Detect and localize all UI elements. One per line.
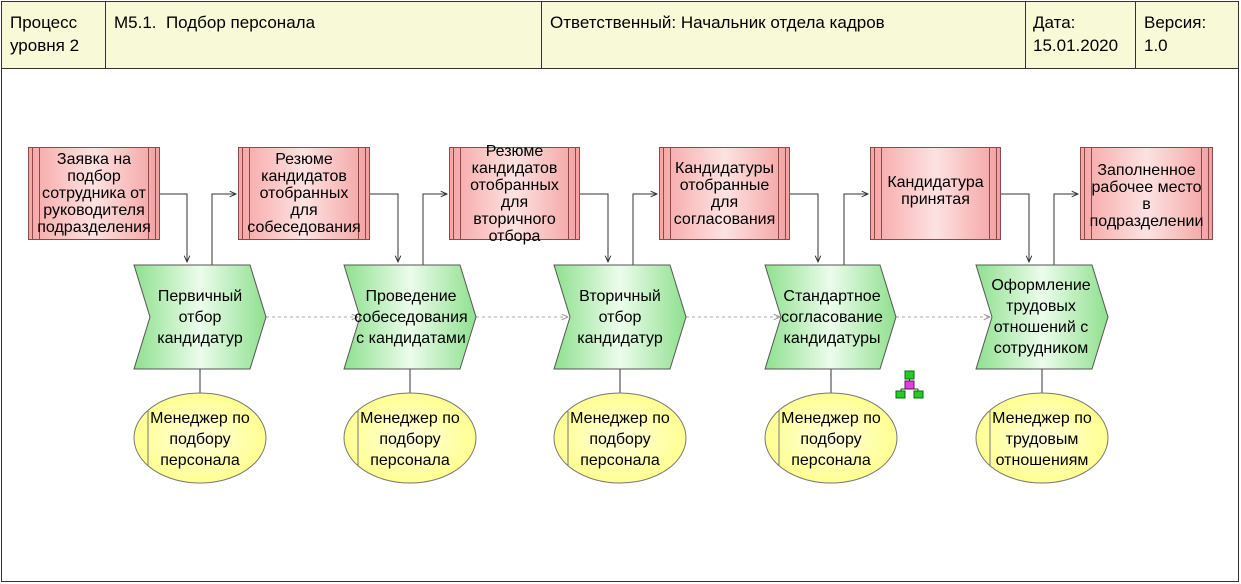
role-shape-4 [764, 392, 898, 484]
artifact-6[interactable]: Заполненное рабочее место в подразделени… [1080, 147, 1213, 240]
role-1-label[interactable]: Менеджер по подбору персонала [150, 409, 250, 469]
process-shape-1 [133, 264, 267, 370]
process-4-label[interactable]: Стандартное согласование кандидатуры [781, 287, 883, 347]
artifact-label: Кандидатуры отобранные для согласования [673, 160, 776, 228]
level-label: Процесс уровня 2 [10, 13, 80, 55]
artifact-5[interactable]: Кандидатура принятая [870, 147, 1001, 240]
artifact-label: Резюме кандидатов отобранных для собесед… [247, 151, 361, 236]
process-5-label[interactable]: Оформление трудовых отношений с сотрудни… [991, 277, 1091, 357]
header-divider [1, 68, 1239, 69]
process-shape-5 [975, 264, 1109, 370]
role-shape-3 [553, 392, 687, 484]
role-shape-2 [343, 392, 477, 484]
role-3-label[interactable]: Менеджер по подбору персонала [570, 409, 670, 469]
header-cell-title: М5.1. Подбор персонала [105, 1, 541, 68]
process-title: М5.1. Подбор персонала [114, 13, 316, 32]
header-cell-version: Версия: 1.0 [1135, 1, 1239, 68]
role-2-label[interactable]: Менеджер по подбору персонала [360, 409, 460, 469]
process-shape-3 [553, 264, 687, 370]
version-label: Версия: 1.0 [1144, 13, 1207, 55]
date-label: Дата: 15.01.2020 [1033, 13, 1119, 55]
process-shape-2 [343, 264, 477, 370]
artifact-label: Кандидатура принятая [887, 174, 984, 208]
header-cell-date: Дата: 15.01.2020 [1025, 1, 1135, 68]
artifact-1[interactable]: Заявка на подбор сотрудника от руководит… [28, 147, 160, 240]
process-3-label[interactable]: Вторичный отбор кандидатур [577, 287, 663, 347]
role-shape-5 [975, 392, 1109, 484]
artifact-label: Резюме кандидатов отобранных для вторичн… [470, 142, 559, 245]
role-5-label[interactable]: Менеджер по трудовым отношениям [992, 409, 1092, 469]
process-shape-4 [764, 264, 897, 370]
header-cell-level: Процесс уровня 2 [1, 1, 105, 68]
process-1-label[interactable]: Первичный отбор кандидатур [157, 287, 243, 347]
process-2-label[interactable]: Проведение собеседования с кандидатами [354, 287, 468, 347]
header-cell-responsible: Ответственный: Начальник отдела кадров [541, 1, 1025, 68]
artifact-4[interactable]: Кандидатуры отобранные для согласования [659, 147, 790, 240]
role-4-label[interactable]: Менеджер по подбору персонала [781, 409, 881, 469]
hierarchy-icon[interactable] [895, 370, 924, 399]
role-shape-1 [133, 392, 267, 484]
artifact-3[interactable]: Резюме кандидатов отобранных для вторичн… [449, 142, 580, 245]
artifact-label: Заполненное рабочее место в подразделени… [1089, 162, 1204, 230]
artifact-2[interactable]: Резюме кандидатов отобранных для собесед… [238, 147, 370, 240]
artifact-label: Заявка на подбор сотрудника от руководит… [37, 151, 151, 236]
responsible-label: Ответственный: Начальник отдела кадров [550, 13, 885, 32]
